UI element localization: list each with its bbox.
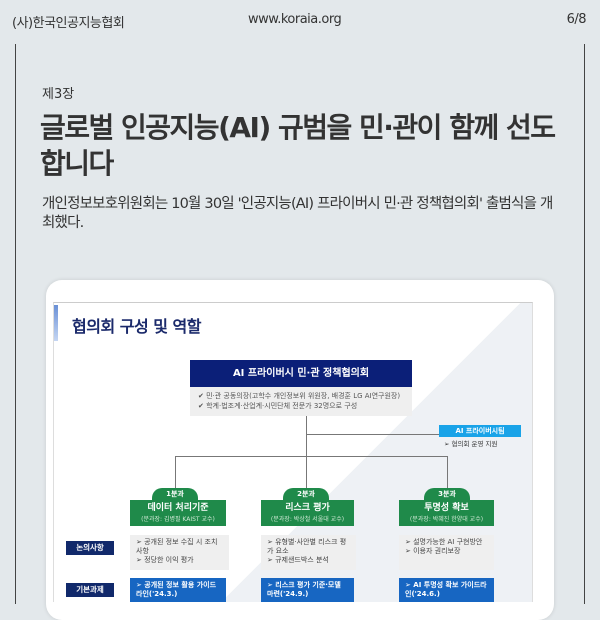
- topic-item: ➢ 이용자 권리보장: [405, 547, 461, 555]
- connector: [175, 456, 176, 488]
- connector: [306, 456, 307, 488]
- title-accent-bar: [54, 305, 58, 341]
- connector: [306, 434, 439, 435]
- group-box: 리스크 평가 (분과장: 박상철 서울대 교수): [261, 500, 354, 526]
- task-box: ➢ 리스크 평가 기준·모델 마련('24.9.): [261, 578, 354, 602]
- group-chair: (분과장: 김병필 KAIST 교수): [141, 516, 215, 523]
- topic-item: ➢ 유형별·사안별 리스크 평가 요소: [267, 538, 347, 555]
- group-tab: 3분과: [424, 488, 470, 500]
- council-detail: ✔ 학계·법조계·산업계·시민단체 전문가 32명으로 구성: [198, 402, 358, 410]
- slide-title: 협의회 구성 및 역할: [72, 317, 201, 336]
- ai-privacy-team-box: AI 프라이버시팀: [439, 425, 521, 437]
- team-role: ➢ 협의회 운영 지원: [444, 440, 498, 448]
- group-name: 투명성 확보: [424, 503, 469, 513]
- topics-box: ➢ 유형별·사안별 리스크 평가 요소 ➢ 규제샌드박스 분석: [261, 535, 356, 570]
- topic-item: ➢ 공개된 정보 수집 시 조치사항: [136, 538, 218, 555]
- topic-item: ➢ 설명가능한 AI 구현방안: [405, 538, 483, 546]
- group-tab: 1분과: [152, 488, 198, 500]
- group-chair: (분과장: 박상철 서울대 교수): [270, 516, 345, 523]
- row-label-tasks: 기본과제: [66, 583, 114, 597]
- page-number: 6/8: [566, 12, 587, 27]
- org-name: (사)한국인공지능협회: [12, 16, 125, 31]
- topics-box: ➢ 공개된 정보 수집 시 조치사항 ➢ 정당한 이익 평가: [130, 535, 229, 570]
- group-box: 투명성 확보 (분과장: 박혜진 한양대 교수): [399, 500, 494, 526]
- connector: [447, 456, 448, 488]
- left-border: [15, 44, 16, 604]
- connector: [306, 416, 307, 456]
- group-box: 데이터 처리기준 (분과장: 김병필 KAIST 교수): [130, 500, 226, 526]
- group-chair: (분과장: 박혜진 한양대 교수): [409, 516, 484, 523]
- group-name: 리스크 평가: [285, 503, 330, 513]
- article-title: 글로벌 인공지능(AI) 규범을 민·관이 함께 선도합니다: [40, 111, 556, 180]
- group-tab: 2분과: [283, 488, 329, 500]
- task-box: ➢ 공개된 정보 활용 가이드라인('24.3.): [130, 578, 226, 602]
- council-box: AI 프라이버시 민·관 정책협의회: [190, 360, 412, 387]
- task-box: ➢ AI 투명성 확보 가이드라인('24.6.): [399, 578, 494, 602]
- row-label-topics: 논의사항: [66, 541, 114, 555]
- topic-item: ➢ 정당한 이익 평가: [136, 556, 194, 564]
- topics-box: ➢ 설명가능한 AI 구현방안 ➢ 이용자 권리보장: [399, 535, 494, 570]
- topic-item: ➢ 규제샌드박스 분석: [267, 556, 329, 564]
- council-detail: ✔ 민·관 공동의장(고학수 개인정보위 위원장, 배경훈 LG AI연구원장): [198, 392, 401, 400]
- org-chart-slide: 협의회 구성 및 역할 AI 프라이버시 민·관 정책협의회 ✔ 민·관 공동의…: [53, 302, 533, 602]
- connector: [175, 456, 448, 457]
- group-name: 데이터 처리기준: [147, 503, 209, 513]
- site-url[interactable]: www.koraia.org: [248, 12, 342, 27]
- chapter-label: 제3장: [42, 87, 75, 102]
- article-lead: 개인정보보호위원회는 10월 30일 '인공지능(AI) 프라이버시 민·관 정…: [42, 196, 553, 231]
- council-details: ✔ 민·관 공동의장(고학수 개인정보위 위원장, 배경훈 LG AI연구원장)…: [190, 387, 412, 416]
- right-border: [584, 44, 585, 604]
